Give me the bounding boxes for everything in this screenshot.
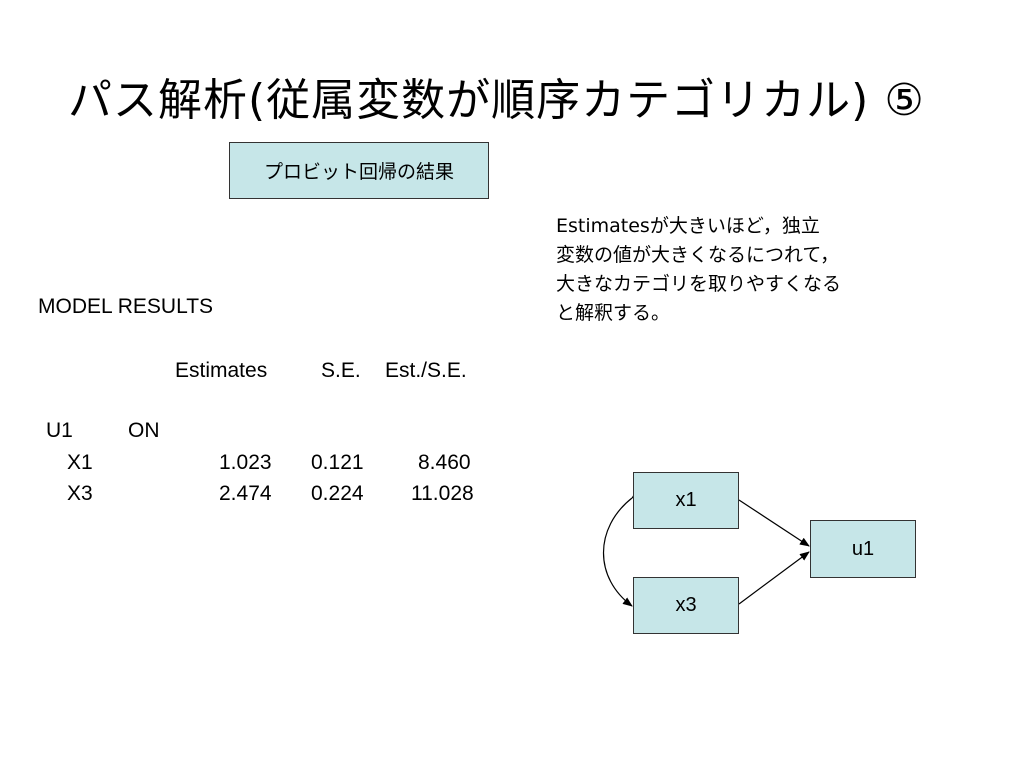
note-line: と解釈する。: [556, 302, 671, 324]
node-x1-label: x1: [675, 489, 697, 511]
col-header-estimates: Estimates: [175, 359, 268, 382]
edge-x1-to-u1: [738, 499, 810, 547]
row-x1-se: 0.121: [311, 451, 364, 474]
interpretation-note: Estimatesが大きいほど，独立 変数の値が大きくなるにつれて， 大きなカテ…: [556, 212, 906, 328]
row-x3-est-se: 11.028: [411, 482, 474, 505]
col-header-se: S.E.: [321, 359, 361, 382]
note-line: 大きなカテゴリを取りやすくなる: [556, 273, 842, 295]
col-header-est-se: Est./S.E.: [385, 359, 467, 382]
edge-x3-to-u1: [738, 551, 810, 605]
row-x1-name: X1: [67, 451, 93, 474]
row-x3-name: X3: [67, 482, 93, 505]
node-x3-label: x3: [675, 594, 697, 616]
note-line: Estimatesが大きいほど，独立: [556, 215, 820, 237]
node-u1: u1: [810, 520, 916, 578]
row-x3-estimate: 2.474: [219, 482, 272, 505]
row-x1-estimate: 1.023: [219, 451, 272, 474]
node-x1: x1: [633, 472, 739, 529]
node-u1-label: u1: [851, 537, 875, 560]
row-x1-est-se: 8.460: [418, 451, 471, 474]
result-label-box: プロビット回帰の結果: [229, 142, 489, 199]
slide-title: パス解析(従属変数が順序カテゴリカル) ⑤: [68, 75, 925, 126]
edge-x1-x3-covariance: [603, 489, 642, 607]
node-x3: x3: [633, 577, 739, 634]
model-results-heading: MODEL RESULTS: [38, 295, 214, 318]
group-operator: ON: [128, 419, 160, 442]
result-label-text: プロビット回帰の結果: [263, 161, 454, 183]
row-x3-se: 0.224: [311, 482, 364, 505]
group-variable: U1: [46, 419, 73, 442]
note-line: 変数の値が大きくなるにつれて，: [556, 244, 840, 266]
